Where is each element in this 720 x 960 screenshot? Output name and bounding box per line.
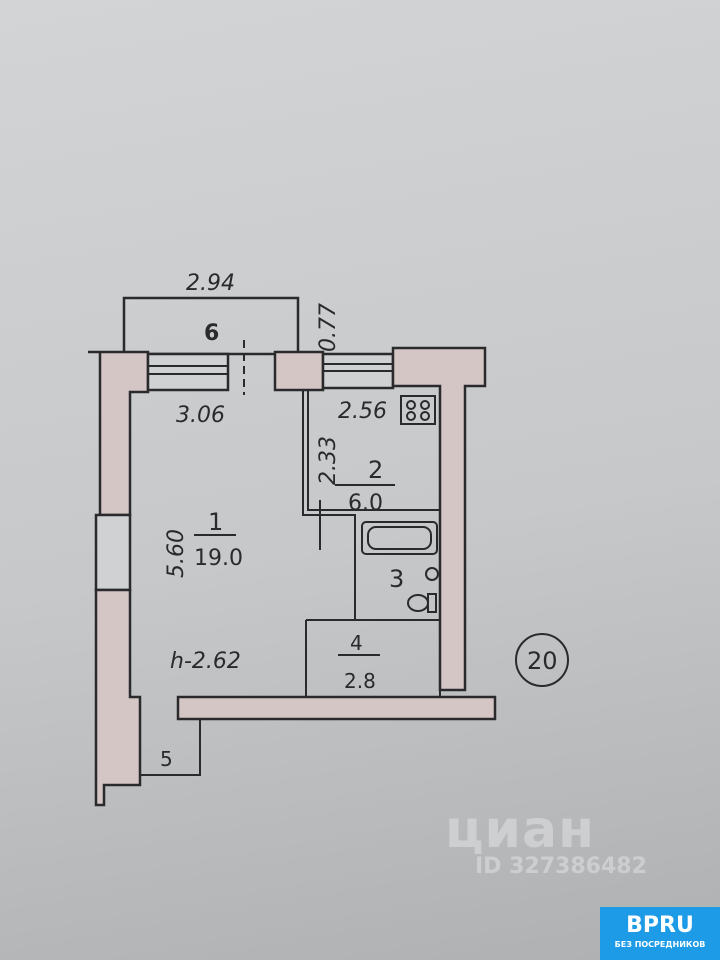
wall-left: [94, 588, 142, 807]
watermark: циан ID 327386482: [445, 800, 647, 879]
watermark-id: ID 327386482: [475, 854, 647, 879]
room-2-number: 2: [368, 456, 383, 484]
dim-kitchen-width: 2.56: [338, 399, 387, 424]
apartment-number: 20: [527, 647, 558, 675]
room-3-number: 3: [389, 565, 404, 593]
room-5-number: 5: [160, 747, 173, 771]
watermark-brand: циан: [445, 800, 595, 860]
apartment-number-circle: [515, 633, 569, 687]
wall-pier: [273, 350, 325, 392]
wall-top-left: [88, 350, 150, 517]
sink-icon: [425, 567, 439, 581]
ceiling-height: h-2.62: [170, 649, 241, 674]
bpru-badge: BPRU БЕЗ ПОСРЕДНИКОВ: [600, 907, 720, 960]
bathtub-icon: [361, 521, 438, 555]
window-left: [94, 513, 132, 592]
dim-kitchen-length: 2.33: [316, 436, 341, 485]
badge-subtitle: БЕЗ ПОСРЕДНИКОВ: [614, 940, 706, 949]
room-1-area: 19.0: [194, 546, 243, 571]
partition-hall: [306, 619, 441, 697]
dim-balcony-width: 2.94: [186, 271, 235, 296]
room-2-area: 6.0: [348, 491, 383, 516]
room-4-number: 4: [350, 631, 363, 655]
wall-right: [391, 346, 487, 692]
badge-title: BPRU: [626, 913, 694, 938]
stove-icon: [400, 395, 436, 425]
dim-balcony-depth: 0.77: [316, 303, 341, 352]
window-top-1: [146, 352, 230, 392]
room-4-area: 2.8: [344, 669, 376, 693]
room-6-number: 6: [204, 321, 219, 346]
dim-room1-width: 3.06: [176, 403, 225, 428]
toilet-icon: [407, 594, 429, 612]
room-1-number: 1: [208, 508, 223, 536]
dim-room1-length: 5.60: [164, 529, 189, 578]
wall-bottom: [176, 695, 497, 721]
partition-kitchen: [302, 390, 356, 620]
